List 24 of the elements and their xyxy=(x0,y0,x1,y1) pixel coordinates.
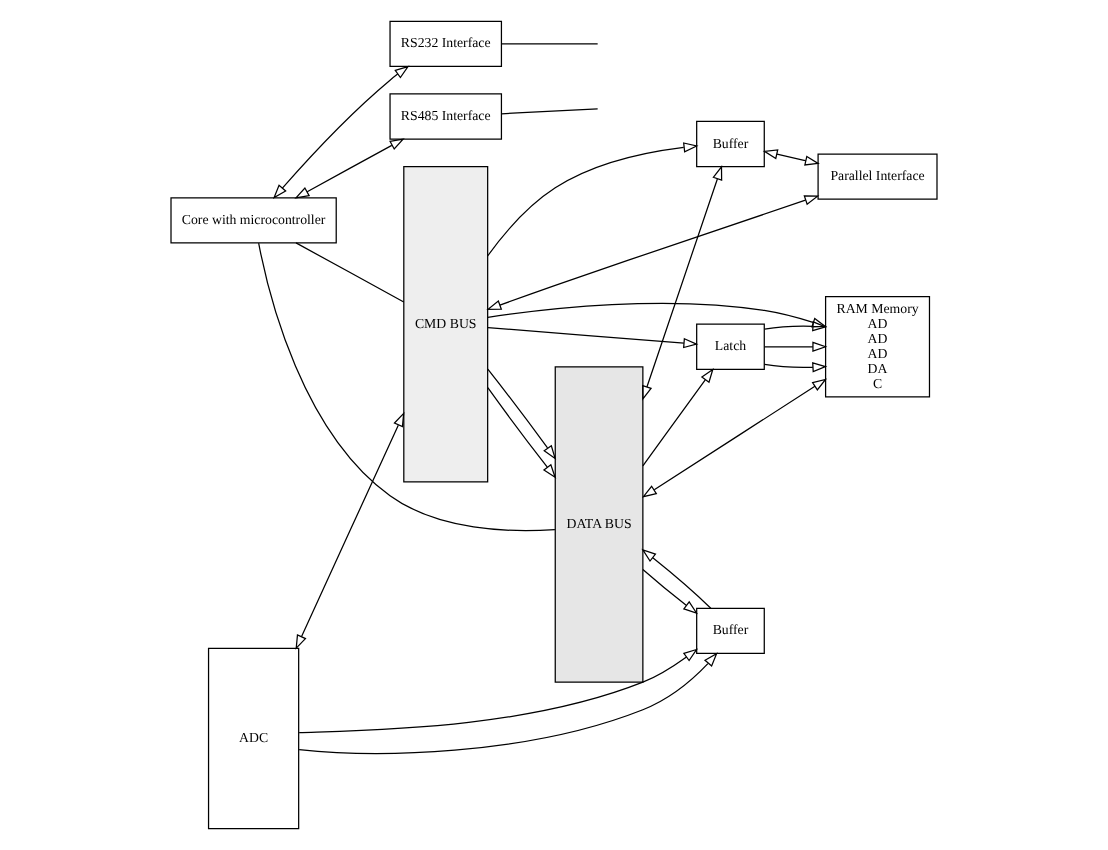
connector xyxy=(258,242,556,532)
arrow xyxy=(763,362,828,373)
arrow xyxy=(294,138,405,199)
arrow xyxy=(487,326,699,349)
connector xyxy=(500,108,599,115)
arrow xyxy=(642,367,714,467)
arrow xyxy=(272,65,410,199)
arrow xyxy=(487,368,557,460)
arrow xyxy=(295,411,405,650)
arrow xyxy=(641,378,828,498)
arrow xyxy=(298,652,718,754)
arrow xyxy=(641,548,712,609)
arrow xyxy=(642,165,723,401)
arrow xyxy=(763,341,828,353)
arrow xyxy=(298,648,699,734)
arrow xyxy=(487,302,828,328)
arrow xyxy=(642,568,698,615)
arrow xyxy=(487,387,557,479)
arrow xyxy=(762,149,820,166)
connector xyxy=(500,43,599,45)
connector xyxy=(295,242,405,303)
arrow xyxy=(487,142,699,257)
arrow xyxy=(763,320,828,332)
arrow xyxy=(486,195,820,310)
